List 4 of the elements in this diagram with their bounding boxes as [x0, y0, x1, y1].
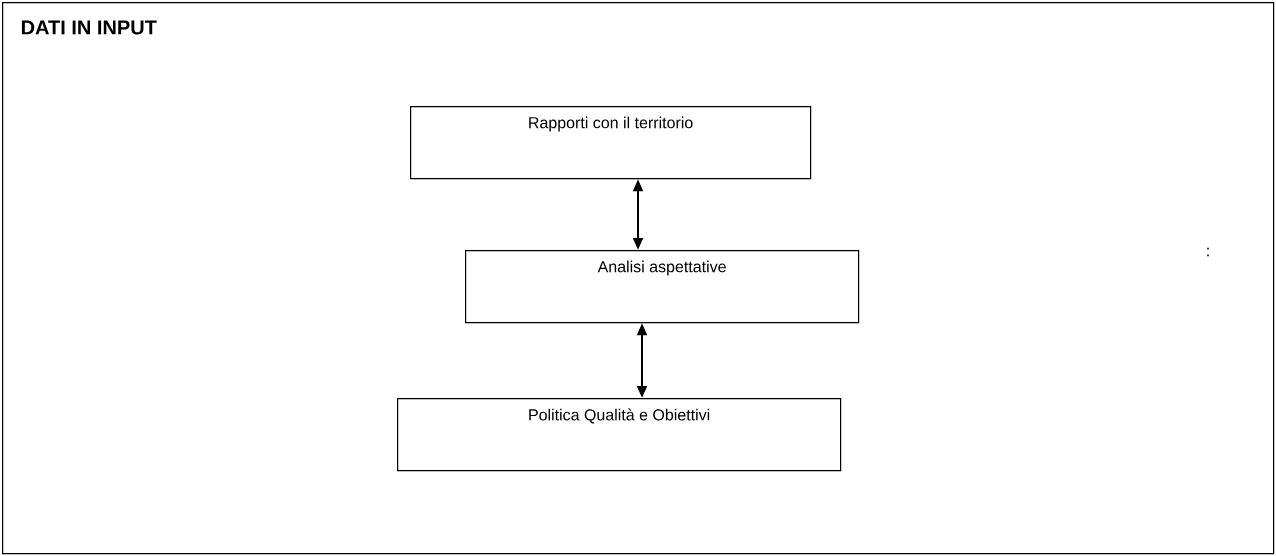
colon-mark: :	[1207, 247, 1209, 257]
process-box: Politica Qualità e Obiettivi	[397, 398, 842, 472]
process-box: Rapporti con il territorio	[410, 106, 812, 180]
process-box: Analisi aspettative	[465, 250, 860, 324]
